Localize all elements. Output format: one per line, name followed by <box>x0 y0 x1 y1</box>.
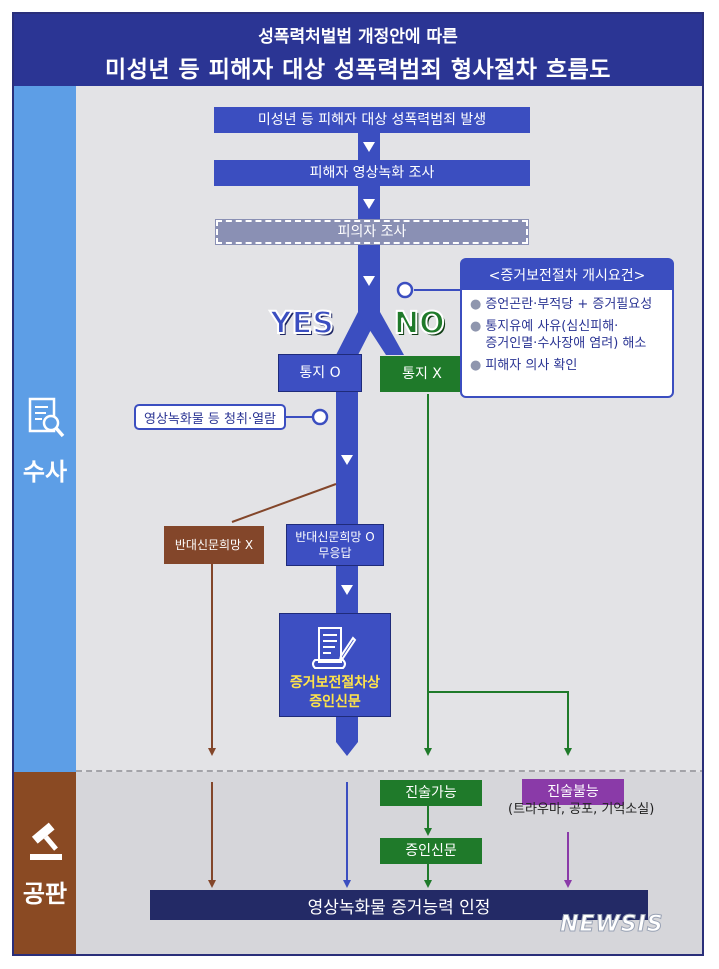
header-title: 미성년 등 피해자 대상 성폭력범죄 형사절차 흐름도 <box>105 57 611 83</box>
witness-box: 증인신문 <box>380 838 482 864</box>
cross-yes-box: 반대신문희망 O 무응답 <box>286 524 384 566</box>
request-pill: 영상녹화물 등 청취·열람 <box>134 404 286 430</box>
header-subtitle: 성폭력처벌법 개정안에 따른 <box>258 27 458 47</box>
investigation-sidebar: 수사 <box>14 86 76 772</box>
green-right <box>428 691 572 756</box>
step-suspect-investigation: 피의자 조사 <box>215 219 529 245</box>
step-occurrence: 미성년 등 피해자 대상 성폭력범죄 발생 <box>214 107 530 133</box>
arrow-2 <box>363 199 375 209</box>
investigation-label: 수사 <box>22 458 68 486</box>
bullet-icon: ● <box>470 318 482 334</box>
document-search-icon <box>28 397 65 438</box>
step-video-investigation: 피해자 영상녹화 조사 <box>214 160 530 186</box>
evidence-box: 증거보전절차상 증인신문 <box>279 613 391 717</box>
no-cross-box: 반대신문희망 X <box>164 526 264 564</box>
arrow-4 <box>341 455 353 465</box>
trunk-yes-head <box>336 742 358 756</box>
arrow-5 <box>341 585 353 595</box>
newsis-watermark: NEWSIS <box>560 912 664 938</box>
condition-item: ●피해자 의사 확인 <box>470 357 578 373</box>
split-no <box>358 312 404 355</box>
conditions-title: <증거보전절차 개시요건> <box>462 260 672 290</box>
branch-no-label: NO <box>393 305 446 342</box>
evidence-label: 증거보전절차상 증인신문 <box>289 675 381 710</box>
phase-divider <box>76 770 702 772</box>
testify-impossible-box: 진술불능 <box>522 779 624 805</box>
branch-yes-label: YES <box>269 305 335 342</box>
condition-connector-dot <box>396 281 414 299</box>
header: 성폭력처벌법 개정안에 따른 미성년 등 피해자 대상 성폭력범죄 형사절차 흐… <box>14 14 702 86</box>
notice-x-box: 통지 X <box>380 356 464 392</box>
document-pen-icon <box>312 627 357 669</box>
conditions-panel: <증거보전절차 개시요건> ●증언곤란·부적당 + 증거필요성 ●통지유예 사유… <box>460 258 674 398</box>
bullet-icon: ● <box>470 357 482 373</box>
gavel-icon <box>30 822 62 860</box>
arrow-3 <box>363 276 375 286</box>
notice-o-box: 통지 O <box>278 354 362 392</box>
bullet-icon: ● <box>470 297 482 312</box>
brown-branch <box>231 483 337 523</box>
conditions-list: ●증언곤란·부적당 + 증거필요성 ●통지유예 사유(심신피해· 증거인멸·수사… <box>462 296 672 374</box>
trial-sidebar: 공판 <box>14 772 76 954</box>
arrow-1 <box>363 142 375 152</box>
condition-item: ●증언곤란·부적당 + 증거필요성 <box>470 297 653 312</box>
request-connector-dot <box>311 408 329 426</box>
impossible-note: (트라우마, 공포, 기억소실) <box>508 802 655 817</box>
condition-item: ●통지유예 사유(심신피해· 증거인멸·수사장애 염려) 해소 <box>470 318 647 352</box>
trial-label: 공판 <box>22 880 68 908</box>
final-result-box: 영상녹화물 증거능력 인정 <box>150 890 648 920</box>
testify-possible-box: 진술가능 <box>380 780 482 806</box>
